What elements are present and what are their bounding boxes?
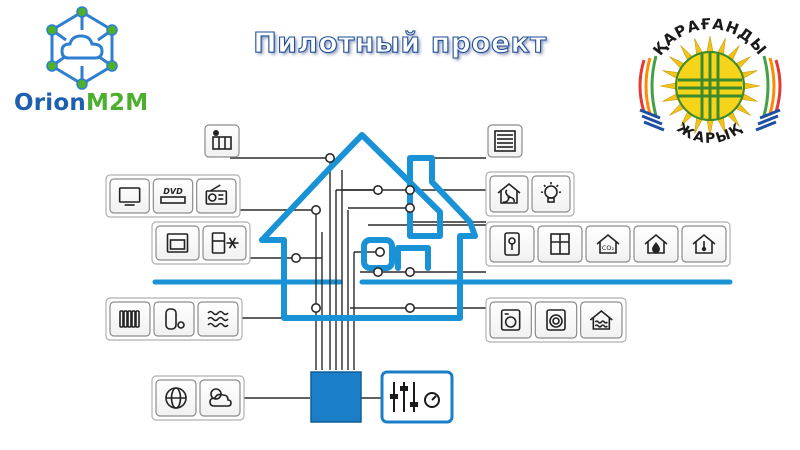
house-outline <box>259 132 478 321</box>
device-group <box>151 221 251 265</box>
orion-logo-icon <box>46 6 118 90</box>
controller-box <box>310 371 362 423</box>
solar-panel-icon[interactable] <box>204 124 240 158</box>
light-bulb-icon[interactable] <box>531 175 571 213</box>
dvd-icon[interactable]: DVD <box>152 178 194 214</box>
brand-name: OrionM2M <box>14 90 148 116</box>
thermostat-icon[interactable] <box>681 225 727 263</box>
heating-icon[interactable] <box>580 301 623 339</box>
page-title: Пилотный проект <box>253 25 547 59</box>
device-group <box>151 375 245 421</box>
device-group <box>485 297 627 343</box>
oven-icon[interactable] <box>155 225 200 261</box>
dryer-icon[interactable] <box>534 301 578 339</box>
wiring <box>230 157 488 399</box>
sun-ray <box>706 35 714 53</box>
device-group: DVD <box>105 174 241 218</box>
water-drop-icon[interactable] <box>633 225 679 263</box>
brand-name-part2: M2M <box>85 90 149 116</box>
sun-emblem-icon: ҚАРАҒАНДЫ ЖАРЫҚ <box>638 15 782 147</box>
lock-icon[interactable] <box>489 225 535 263</box>
device-group: CO₂ <box>485 221 731 267</box>
control-panel-icon[interactable] <box>380 370 454 424</box>
sun-ray <box>659 82 677 90</box>
fan-icon[interactable] <box>489 175 529 213</box>
device-group <box>204 124 240 158</box>
sun-ray <box>743 82 761 90</box>
blinds-icon[interactable] <box>487 124 523 158</box>
dvd-label: DVD <box>163 187 183 196</box>
radio-icon[interactable] <box>196 178 237 214</box>
window-icon[interactable] <box>537 225 583 263</box>
floor-heating-icon[interactable] <box>197 301 239 337</box>
washing-machine-icon[interactable] <box>489 301 532 339</box>
radiator-icon[interactable] <box>109 301 151 337</box>
co2-label: CO₂ <box>602 244 615 252</box>
device-group <box>105 297 243 341</box>
device-group <box>485 171 575 217</box>
device-group <box>487 124 523 158</box>
boiler-icon[interactable] <box>153 301 195 337</box>
brand-name-part1: Orion <box>14 90 86 116</box>
wire-nodes <box>290 153 415 313</box>
weather-icon[interactable] <box>199 379 241 417</box>
globe-icon[interactable] <box>155 379 197 417</box>
fridge-icon[interactable] <box>202 225 247 261</box>
tv-icon[interactable] <box>109 178 150 214</box>
co2-sensor-icon[interactable]: CO₂ <box>585 225 631 263</box>
